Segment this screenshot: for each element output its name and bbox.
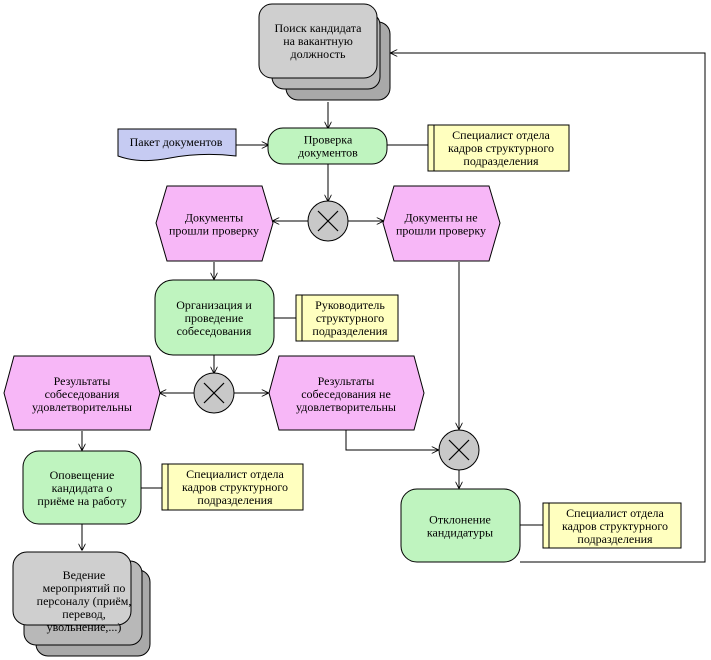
label-line: мероприятий по xyxy=(43,581,126,595)
label-line: Проверка xyxy=(304,133,353,147)
label-line: на вакантную xyxy=(283,34,353,48)
label-line: документов xyxy=(298,146,358,160)
xor-operator-2 xyxy=(193,372,235,414)
package-text: Пакет документов xyxy=(130,135,223,149)
connectors xyxy=(82,53,706,563)
label-line: Документы не xyxy=(404,211,477,225)
label-line: кадров структурного xyxy=(182,480,288,494)
label-line: кадров структурного xyxy=(448,141,554,155)
label-line: Организация и xyxy=(176,298,252,312)
label-line: Документы xyxy=(185,211,243,225)
label-line: собеседования xyxy=(45,387,120,401)
xor-operator-1 xyxy=(307,200,349,242)
label-line: подразделения xyxy=(197,493,273,507)
label-line: Поиск кандидата xyxy=(274,21,362,35)
label-line: собеседования не xyxy=(301,387,391,401)
label-line: Результаты xyxy=(318,374,375,388)
label-line: приёме на работу xyxy=(37,494,126,508)
label-line: Специалист отдела xyxy=(452,128,550,142)
xor-operator-3 xyxy=(438,429,480,471)
label-line: Ведение xyxy=(63,568,106,582)
label-line: Результаты xyxy=(54,374,111,388)
label-line: удовлетворительны xyxy=(32,400,132,414)
connector-res-bad-to-xor3 xyxy=(345,430,438,450)
label-line: увольнение,...) xyxy=(47,620,122,634)
label-line: кадров структурного xyxy=(562,519,668,533)
label-line: должность xyxy=(291,47,347,61)
label-line: персоналу (приём, xyxy=(37,594,132,608)
label-line: кандидатуры xyxy=(427,526,493,540)
label-line: Оповещение xyxy=(50,468,115,482)
label-line: подразделения xyxy=(577,532,653,546)
label-line: Специалист отдела xyxy=(566,506,664,520)
label-line: проведение xyxy=(185,311,244,325)
label-line: Руководитель xyxy=(315,298,385,312)
label-line: прошли проверку xyxy=(169,224,259,238)
connector-reject-loop-to-start xyxy=(391,53,706,563)
label-line: собеседования xyxy=(177,324,252,338)
label-line: подразделения xyxy=(312,324,388,338)
label-line: структурного xyxy=(316,311,384,325)
document-package: Пакет документов xyxy=(117,128,237,162)
label-line: кандидата о xyxy=(52,481,113,495)
label-line: Отклонение xyxy=(429,513,491,527)
label-line: Пакет документов xyxy=(130,135,223,149)
label-line: удовлетворительны xyxy=(296,400,396,414)
label-line: перевод, xyxy=(62,607,105,621)
label-line: подразделения xyxy=(463,154,539,168)
label-line: прошли проверку xyxy=(396,224,486,238)
label-line: Специалист отдела xyxy=(186,467,284,481)
